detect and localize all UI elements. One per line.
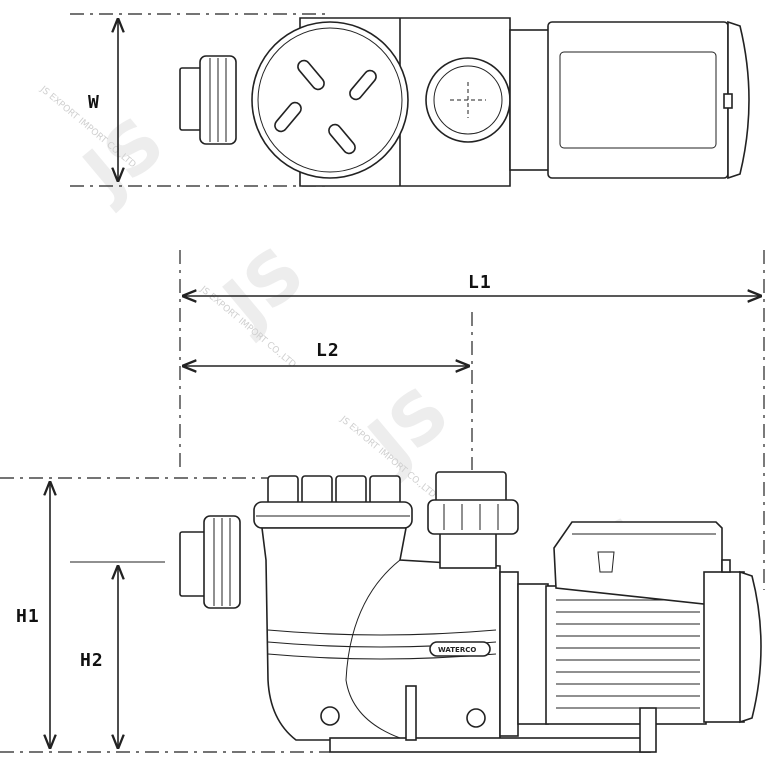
strainer-housing	[261, 527, 501, 741]
side-view: H1 H2 WATERCO	[0, 471, 762, 753]
dimension-label-w: W	[88, 92, 100, 113]
strainer-lid-side	[253, 501, 413, 529]
terminal-box	[553, 521, 723, 605]
watermark-glyph: JS	[205, 231, 319, 346]
brand-plate	[429, 641, 491, 657]
fan-cover	[739, 570, 762, 724]
drain-plug	[466, 708, 486, 728]
length-dimensions: L1 L2	[179, 250, 765, 590]
dimension-label-l1: L1	[468, 272, 492, 293]
top-view: W	[70, 13, 750, 187]
motor-side	[545, 585, 707, 725]
dimension-label-h1: H1	[16, 606, 40, 627]
dimension-label-l2: L2	[316, 340, 340, 361]
brand-plate-text: WATERCO	[438, 646, 476, 654]
drain-plug	[320, 706, 340, 726]
outlet-union-side	[427, 499, 519, 535]
strainer-lid	[251, 21, 409, 179]
motor-top	[547, 21, 729, 179]
dimension-label-h2: H2	[80, 650, 104, 671]
